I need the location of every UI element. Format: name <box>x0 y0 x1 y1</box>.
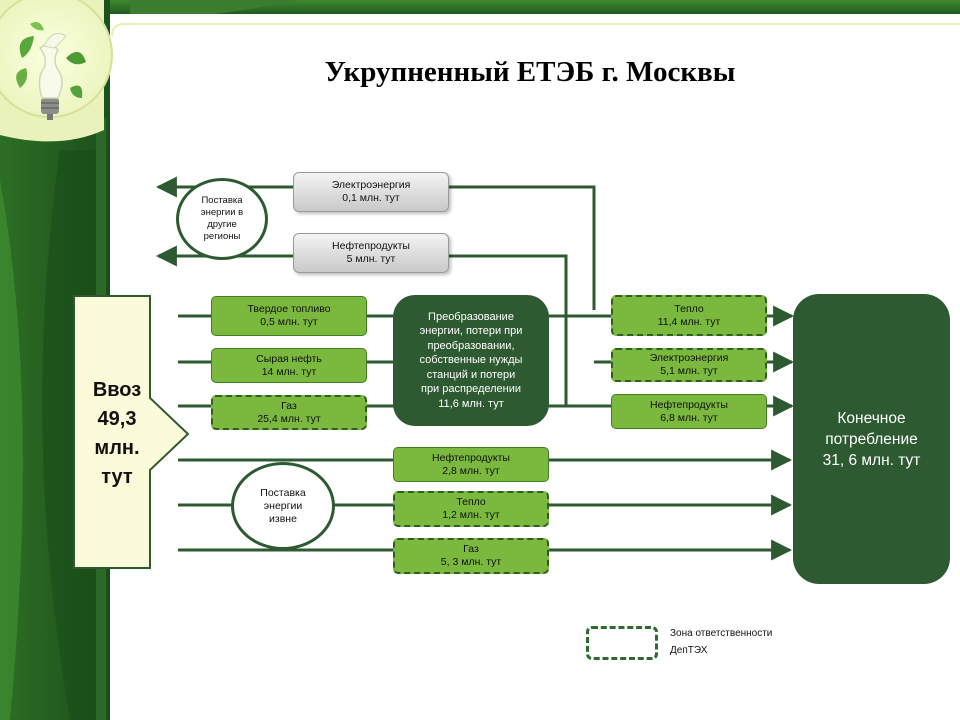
conversion-box: Преобразование энергии, потери при преоб… <box>393 295 549 426</box>
eco-bulb-logo-icon <box>16 22 86 120</box>
final-consumption-box: Конечное потребление 31, 6 млн. тут <box>793 294 950 584</box>
legend-dashed-swatch <box>586 626 658 660</box>
legend-label: Зона ответственности ДепТЭХ <box>670 628 773 656</box>
output-electricity-box: Электроэнергия 5,1 млн. тут <box>611 348 767 382</box>
page-title: Укрупненный ЕТЭБ г. Москвы <box>324 56 736 88</box>
direct-heat-box: Тепло 1,2 млн. тут <box>393 491 549 527</box>
import-arrow-shape <box>73 295 190 569</box>
output-oil-products-box: Нефтепродукты 6,8 млн. тут <box>611 394 767 429</box>
export-electricity-box: Электроэнергия 0,1 млн. тут <box>293 172 449 212</box>
external-supply-circle: Поставка энергии извне <box>231 462 335 550</box>
input-gas-box: Газ 25,4 млн. тут <box>211 395 367 430</box>
input-crude-oil-box: Сырая нефть 14 млн. тут <box>211 348 367 383</box>
input-solid-fuel-box: Твердое топливо 0,5 млн. тут <box>211 296 367 336</box>
export-oil-products-box: Нефтепродукты 5 млн. тут <box>293 233 449 273</box>
direct-gas-box: Газ 5, 3 млн. тут <box>393 538 549 574</box>
output-heat-box: Тепло 11,4 млн. тут <box>611 295 767 336</box>
import-label: Ввоз 49,3 млн. тут <box>92 379 142 488</box>
export-regions-circle: Поставка энергии в другие регионы <box>176 178 268 260</box>
direct-oil-products-box: Нефтепродукты 2,8 млн. тут <box>393 447 549 482</box>
